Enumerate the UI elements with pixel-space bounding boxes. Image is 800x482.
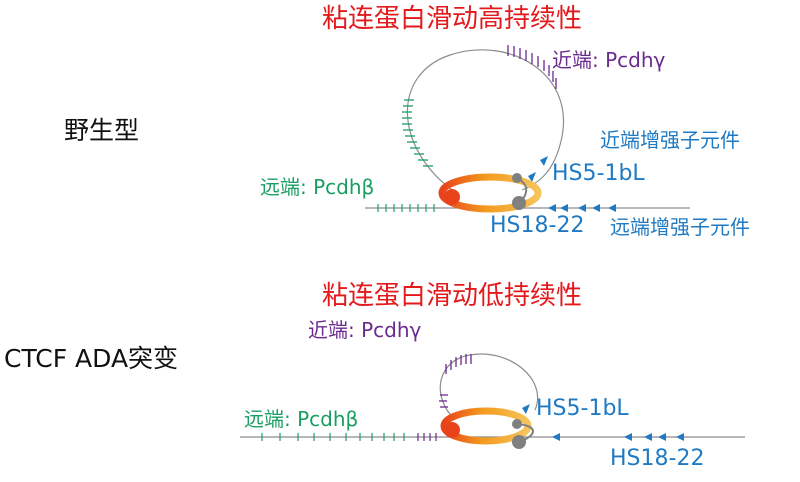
panel2-proximal-label: 近端: Pcdhγ (308, 318, 422, 342)
ctcf-triangle-icon (592, 204, 600, 212)
ctcf-triangle-icon (578, 204, 586, 212)
panel-ctcf-ada (240, 353, 745, 449)
cohesin-ring-icon (438, 173, 542, 213)
cohesin-core (444, 422, 460, 438)
ctcf-triangle-icon (676, 433, 684, 441)
ctcf-triangle-icon (540, 156, 548, 166)
ctcf-triangle-icon (548, 204, 556, 212)
proximal-gene-cluster (507, 45, 557, 89)
panel2-hs5-label: HS5-1bL (536, 396, 629, 421)
ctcf-triangle-icon (560, 204, 568, 212)
ctcf-triangle-icon (644, 433, 652, 441)
panel-wild-type (365, 45, 690, 213)
chromatin-loop (406, 49, 565, 193)
ctcf-triangle-icon (522, 404, 530, 414)
panel2-title: 粘连蛋白滑动低持续性 (322, 281, 583, 311)
panel1-title: 粘连蛋白滑动高持续性 (322, 4, 583, 34)
proximal-gene-cluster (439, 354, 472, 408)
baseline-distal-ticks (377, 204, 435, 212)
ctcf-triangle-icon (624, 433, 632, 441)
panel1-hs5-label: HS5-1bL (552, 161, 645, 186)
distal-gene-cluster (402, 99, 433, 167)
ctcf-triangle-icon (608, 204, 616, 212)
ctcf-triangle-icon (528, 172, 536, 182)
panel2-condition: CTCF ADA突变 (4, 344, 179, 373)
ctcf-triangle-icon (552, 433, 560, 441)
panel1-condition: 野生型 (64, 116, 140, 145)
panel1-hs18-label: HS18-22 (490, 213, 585, 238)
baseline-distal-ticks (261, 433, 405, 441)
panel1-proximal-enhancer-label: 近端增强子元件 (600, 128, 740, 152)
baseline-proximal-ticks (417, 433, 437, 441)
anchor-link (516, 177, 528, 204)
panel1-proximal-label: 近端: Pcdhγ (552, 48, 666, 72)
ctcf-triangles-hs18 (548, 204, 616, 212)
panel2-hs18-label: HS18-22 (610, 446, 705, 471)
cohesin-core (444, 189, 460, 205)
ctcf-triangles-hs18 (552, 433, 684, 441)
anchor-link (516, 423, 534, 443)
ctcf-triangle-icon (658, 433, 666, 441)
panel1-distal-enhancer-label: 远端增强子元件 (610, 215, 750, 239)
panel1-distal-label: 远端: Pcdhβ (260, 175, 375, 199)
panel2-distal-label: 远端: Pcdhβ (244, 407, 359, 431)
ctcf-triangles-hs5 (528, 156, 548, 182)
